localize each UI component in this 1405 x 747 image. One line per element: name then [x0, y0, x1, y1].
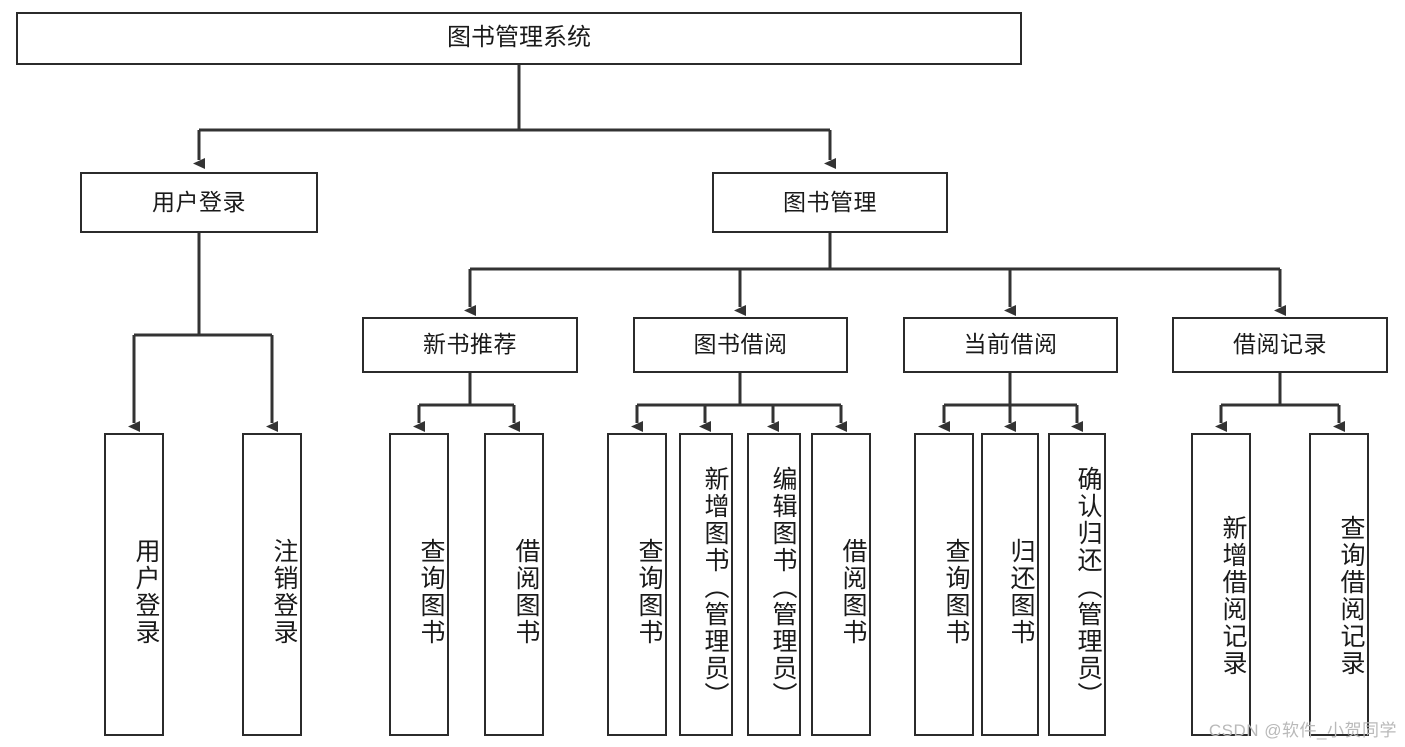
node-borrow-record[interactable]: 借阅记录 — [1172, 317, 1388, 373]
connector-borrowrecord-to-leaves — [1215, 373, 1345, 432]
leaf-borrow-book[interactable]: 借阅图书 — [811, 433, 871, 736]
node-label: 查询图书 — [417, 537, 445, 646]
leaf-user-login[interactable]: 用户登录 — [104, 433, 164, 736]
leaf-add-book-admin[interactable]: 新增图书（管理员） — [679, 433, 733, 736]
node-book-management[interactable]: 图书管理 — [712, 172, 948, 233]
connector-bookmgmt-to-level3 — [464, 233, 1286, 316]
node-user-login[interactable]: 用户登录 — [80, 172, 318, 233]
watermark-text: CSDN @软件_小贺同学 — [1208, 721, 1397, 740]
connector-root-to-level2 — [193, 65, 836, 169]
node-label: 用户登录 — [152, 188, 246, 215]
connector-currentborrow-to-leaves — [938, 373, 1083, 432]
node-label: 查询图书 — [635, 537, 663, 646]
node-label: 查询借阅记录 — [1337, 514, 1365, 677]
node-label: 注销登录 — [270, 537, 298, 646]
node-label: 图书管理 — [783, 188, 877, 215]
leaf-query-borrow-record[interactable]: 查询借阅记录 — [1309, 433, 1369, 736]
leaf-logout[interactable]: 注销登录 — [242, 433, 302, 736]
node-label: 当前借阅 — [963, 331, 1058, 358]
leaf-edit-book-admin[interactable]: 编辑图书（管理员） — [747, 433, 801, 736]
node-label: 借阅图书 — [839, 537, 867, 646]
leaf-add-borrow-record[interactable]: 新增借阅记录 — [1191, 433, 1251, 736]
node-new-book-recommend[interactable]: 新书推荐 — [362, 317, 578, 373]
node-label: 借阅图书 — [512, 537, 540, 646]
leaf-borrow-book-newbook[interactable]: 借阅图书 — [484, 433, 544, 736]
node-label: 归还图书 — [1007, 537, 1035, 646]
node-label: 编辑图书（管理员） — [769, 466, 797, 709]
node-label: 新增借阅记录 — [1219, 514, 1247, 677]
node-label: 图书管理系统 — [447, 24, 591, 52]
leaf-query-book-borrow[interactable]: 查询图书 — [607, 433, 667, 736]
connector-bookborrow-to-leaves — [631, 373, 847, 432]
node-root-book-management-system[interactable]: 图书管理系统 — [16, 12, 1022, 65]
connector-newbook-to-leaves — [413, 373, 520, 432]
node-label: 新书推荐 — [423, 331, 517, 358]
node-label: 确认归还（管理员） — [1074, 466, 1102, 709]
leaf-confirm-return-admin[interactable]: 确认归还（管理员） — [1048, 433, 1106, 736]
node-label: 借阅记录 — [1233, 331, 1327, 358]
leaf-query-book-current[interactable]: 查询图书 — [914, 433, 974, 736]
leaf-query-book-newbook[interactable]: 查询图书 — [389, 433, 449, 736]
node-label: 图书借阅 — [693, 331, 788, 358]
node-current-borrow[interactable]: 当前借阅 — [903, 317, 1118, 373]
node-label: 用户登录 — [132, 537, 160, 646]
node-book-borrow[interactable]: 图书借阅 — [633, 317, 848, 373]
leaf-return-book[interactable]: 归还图书 — [981, 433, 1039, 736]
connector-userlogin-to-leaves — [128, 233, 278, 432]
node-label: 新增图书（管理员） — [701, 466, 729, 709]
node-label: 查询图书 — [942, 537, 970, 646]
